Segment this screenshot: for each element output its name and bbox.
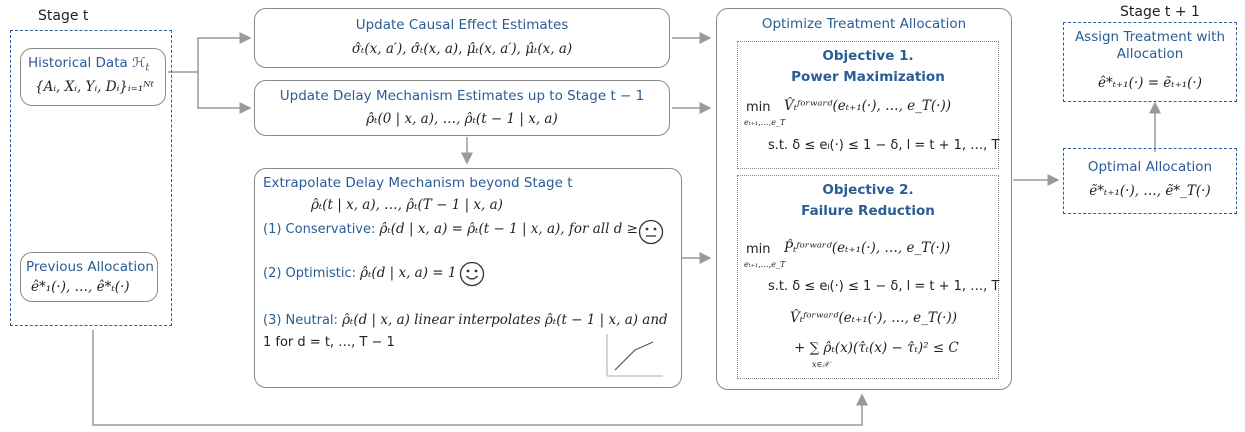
objective-1-min: min (746, 100, 771, 115)
interpolation-sketch-icon (606, 334, 663, 377)
extrapolate-box: Extrapolate Delay Mechanism beyond Stage… (254, 168, 682, 388)
conservative-rule: (1) Conservative: ρ̂ₜ(d | x, a) = ρ̂ₜ(t … (263, 221, 648, 237)
previous-allocation-title: Previous Allocation (26, 259, 154, 275)
objective-1-title: Objective 1. (822, 48, 914, 64)
extrapolate-formula: ρ̂ₜ(t | x, a), …, ρ̂ₜ(T − 1 | x, a) (311, 197, 503, 213)
objective-2-subtitle: Failure Reduction (801, 203, 935, 219)
extrapolate-title: Extrapolate Delay Mechanism beyond Stage… (263, 175, 573, 191)
objective-1-expression: V̂ₜᶠᵒʳʷᵃʳᵈ(eₜ₊₁(·), …, e_T(·)) (784, 98, 951, 114)
historical-data-formula: {Aᵢ, Xᵢ, Yᵢ, Dᵢ}ᵢ₌₁ᴺᵗ (35, 79, 154, 95)
objective-2-constraint: s.t. δ ≤ eₗ(·) ≤ 1 − δ, l = t + 1, …, T (768, 279, 1000, 294)
objective-1-constraint: s.t. δ ≤ eₗ(·) ≤ 1 − δ, l = t + 1, …, T (768, 138, 1000, 153)
historical-data-box: Historical Data ℋt {Aᵢ, Xᵢ, Yᵢ, Dᵢ}ᵢ₌₁ᴺᵗ (20, 48, 166, 106)
optimize-title: Optimize Treatment Allocation (761, 16, 967, 32)
causal-effect-box: Update Causal Effect Estimates σ̂ₜ(x, a′… (254, 8, 670, 68)
objective-2-panel: Objective 2. Failure Reduction min eₜ₊₁,… (737, 175, 999, 379)
objective-2-min: min (746, 242, 771, 257)
delay-update-formula: ρ̂ₜ(0 | x, a), …, ρ̂ₜ(t − 1 | x, a) (366, 111, 558, 127)
objective-2-min-subscript: eₜ₊₁,…,e_T (744, 260, 786, 269)
objective-1-subtitle: Power Maximization (791, 69, 945, 85)
causal-effect-formula: σ̂ₜ(x, a′), σ̂ₜ(x, a), μ̂ₜ(x, a′), μ̂ₜ(x… (351, 41, 573, 57)
objective-2-sum-subscript: x∈𝒳 (812, 360, 830, 369)
objective-2-variance-term: V̂ₜᶠᵒʳʷᵃʳᵈ(eₜ₊₁(·), …, e_T(·)) (790, 310, 957, 326)
optimize-allocation-box: Optimize Treatment Allocation Objective … (716, 8, 1012, 390)
previous-allocation-box: Previous Allocation ê*₁(·), …, ê*ₜ(·) (20, 252, 158, 302)
causal-effect-title: Update Causal Effect Estimates (355, 17, 569, 33)
delay-update-box: Update Delay Mechanism Estimates up to S… (254, 80, 670, 136)
optimistic-rule: (2) Optimistic: ρ̂ₜ(d | x, a) = 1 (263, 265, 457, 281)
objective-2-expression: P̂ₜᶠᵒʳʷᵃʳᵈ(eₜ₊₁(·), …, e_T(·)) (784, 240, 951, 256)
optimal-allocation-title: Optimal Allocation (1087, 159, 1213, 175)
objective-1-min-subscript: eₜ₊₁,…,e_T (744, 118, 786, 127)
assign-treatment-formula: ê*ₜ₊₁(·) = ẽₜ₊₁(·) (1097, 75, 1202, 91)
assign-treatment-box: Assign Treatment with Allocation ê*ₜ₊₁(·… (1063, 22, 1237, 102)
stage-t-inputs-panel (10, 30, 172, 326)
previous-allocation-formula: ê*₁(·), …, ê*ₜ(·) (31, 279, 130, 295)
objective-2-title: Objective 2. (822, 182, 914, 198)
optimal-allocation-box: Optimal Allocation ẽ*ₜ₊₁(·), …, ẽ*_T(·) (1063, 148, 1237, 214)
optimal-allocation-formula: ẽ*ₜ₊₁(·), …, ẽ*_T(·) (1089, 183, 1211, 199)
neutral-rule-line2: 1 for d = t, …, T − 1 (263, 335, 395, 350)
historical-data-title: Historical Data ℋt (28, 55, 150, 74)
objective-1-panel: Objective 1. Power Maximization min eₜ₊₁… (737, 41, 999, 169)
assign-treatment-title: Assign Treatment with Allocation (1074, 29, 1226, 62)
objective-2-sum-term: + ∑ ρ̂ₜ(x)(τ̂ₜ(x) − τ̂ₜ)² ≤ C (794, 340, 959, 356)
delay-update-title: Update Delay Mechanism Estimates up to S… (279, 88, 645, 104)
stage-t-label: Stage t (38, 8, 89, 24)
neutral-face-icon (638, 219, 664, 245)
stage-t-plus-1-label: Stage t + 1 (1120, 4, 1200, 20)
smiley-face-icon (459, 261, 485, 287)
neutral-rule: (3) Neutral: ρ̂ₜ(d | x, a) linear interp… (263, 312, 668, 328)
